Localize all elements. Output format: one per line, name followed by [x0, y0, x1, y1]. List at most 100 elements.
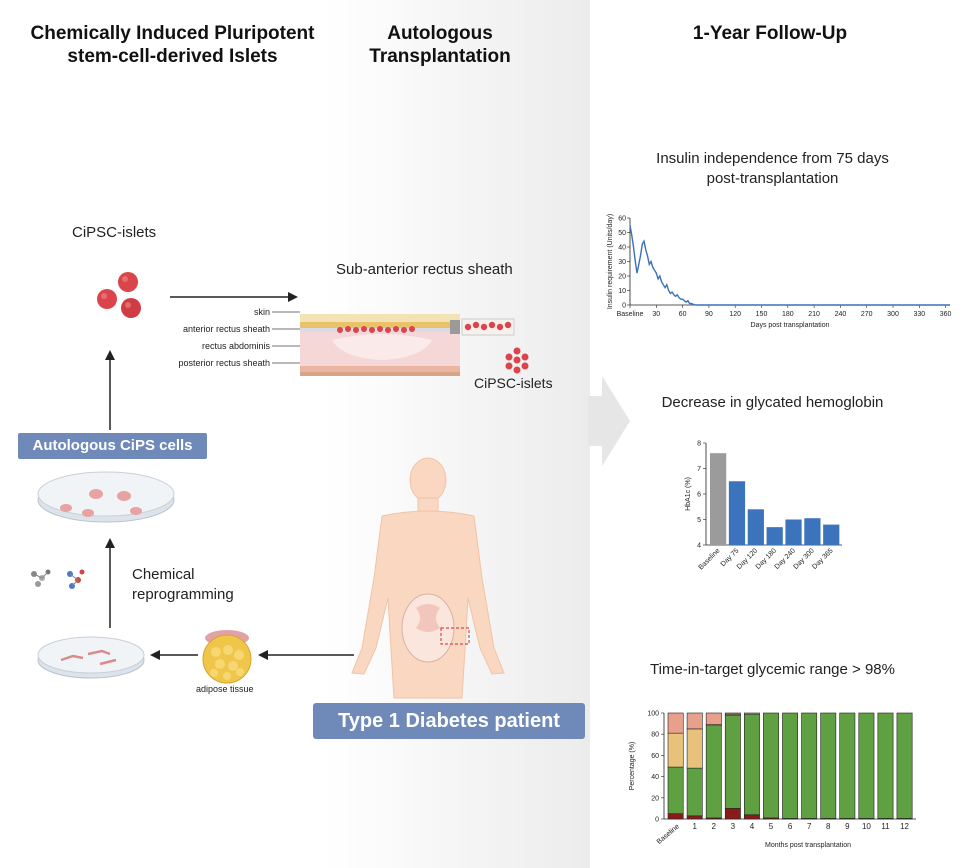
chart3-bar-segment: [667, 766, 684, 815]
chemical-line1: Chemical: [132, 566, 195, 583]
chart3-xtick-label: 2: [712, 822, 717, 831]
patient-badge: Type 1 Diabetes patient: [313, 703, 585, 739]
chart2-ylabel: HbA1c (%): [685, 477, 692, 511]
chart2-bar: [785, 519, 802, 545]
chart3-bar-segment: [744, 814, 760, 820]
islet-small-cluster-icon: [505, 347, 529, 374]
chart1-ytick-label: 40: [618, 245, 626, 252]
chart3-bar-segment: [667, 813, 684, 820]
chart1-series-line: [629, 225, 950, 306]
arrow-up-to-islets: [105, 350, 115, 430]
chart2-ytick-label: 8: [697, 441, 701, 448]
chart1-xtick-label: 270: [861, 311, 873, 318]
chart2-ytick-label: 7: [697, 466, 701, 473]
chart2-bar: [823, 524, 840, 545]
chart3-bar-segment: [686, 728, 703, 769]
chart1-ylabel: Insulin requirement (Units/day): [607, 214, 614, 309]
islet-cluster-icon: [97, 272, 141, 318]
chart1-xtick-label: 360: [940, 311, 952, 318]
chart1-xtick-label: 60: [679, 311, 687, 318]
chart2-bar: [747, 509, 764, 545]
chart3-bar-segment: [744, 713, 760, 816]
sheath-islets-label: CiPSC-islets: [474, 375, 553, 391]
chart3-bar-segment: [724, 714, 741, 809]
adipose-tissue-icon: [202, 630, 252, 684]
chart3-bar-segment: [686, 712, 703, 730]
chart2-bar: [728, 481, 746, 545]
chemical-line2: reprogramming: [132, 586, 234, 603]
chart3-xtick-label: 1: [692, 822, 697, 831]
chart3-xtick-label: 4: [750, 822, 755, 831]
header-left-line2: stem-cell-derived Islets: [67, 46, 278, 67]
sheath-title: Sub-anterior rectus sheath: [336, 261, 513, 278]
header-right: 1-Year Follow-Up: [692, 23, 848, 44]
chart3-bar-segment: [801, 712, 818, 819]
header-middle-line2: Transplantation: [369, 46, 511, 67]
chart1-xtick-label: 300: [887, 311, 899, 318]
chart3-bar-segment: [724, 712, 741, 715]
layer-posterior-sheath: posterior rectus sheath: [178, 358, 270, 368]
chart3-bar-segment: [782, 712, 799, 819]
chart3-bar-segment: [667, 712, 684, 734]
chart1-ytick-label: 20: [618, 274, 626, 281]
arrow-to-sheath: [170, 292, 298, 302]
chart3-ytick-label: 20: [651, 795, 659, 802]
chart1-ytick-label: 60: [618, 216, 626, 223]
chart1-ytick-label: 10: [618, 288, 626, 295]
petri-dish-cips-icon: [37, 471, 175, 523]
chart3-xtick-label: 11: [881, 822, 890, 831]
chart1-xtick-label: 180: [782, 311, 794, 318]
chart3-xtick-label: 6: [788, 822, 793, 831]
chart1-xtick-label: 150: [756, 311, 768, 318]
layer-skin: skin: [253, 307, 270, 317]
patient-body-icon: [351, 457, 505, 699]
petri-dish-adipocyte-icon: [37, 636, 145, 679]
chart1-xtick-label: Baseline: [617, 311, 644, 318]
chart1-xtick-label: 210: [808, 311, 820, 318]
chart3-bar-segment: [667, 732, 684, 768]
chart1-title-line2: post-transplantation: [706, 170, 839, 187]
chart1-xtick-label: 120: [729, 311, 741, 318]
layer-rectus-abdominis: rectus abdominis: [201, 341, 270, 351]
arrow-to-adipose: [258, 650, 354, 660]
chart3-bar-segment: [724, 808, 741, 820]
header-middle: Autologous Transplantation: [345, 22, 535, 68]
layer-labels: skin anterior rectus sheath rectus abdom…: [150, 304, 270, 372]
arrow-to-dish: [150, 650, 198, 660]
chart1-xtick-label: 90: [705, 311, 713, 318]
tissue-cross-section: [272, 311, 515, 376]
header-left: Chemically Induced Pluripotent stem-cell…: [10, 22, 335, 68]
chart3-bar-segment: [896, 712, 913, 819]
chart3-bar-segment: [744, 712, 760, 715]
header-left-line1: Chemically Induced Pluripotent: [30, 23, 315, 44]
chart2-xtick-label: Baseline: [698, 547, 722, 571]
chart2-bar: [710, 453, 727, 545]
chart2-ytick-label: 4: [697, 543, 701, 550]
chart3-xtick-label: 5: [769, 822, 774, 831]
chart3-bar-segment: [686, 767, 703, 817]
chart3-ytick-label: 100: [647, 711, 659, 718]
chart2-ytick-label: 5: [697, 517, 701, 524]
chart2-bar: [766, 527, 783, 545]
chart1-xtick-label: 30: [652, 311, 660, 318]
chart3-xtick-label: 7: [807, 822, 812, 831]
chart2-ytick-label: 6: [697, 492, 701, 499]
chart1-xtick-label: 330: [913, 311, 925, 318]
chart2-xtick-label: Day 365: [811, 547, 834, 570]
chart2-bar: [804, 518, 821, 545]
arrow-up-to-cips: [105, 538, 115, 628]
chart3-ytick-label: 80: [651, 732, 659, 739]
chart3-bar-segment: [839, 712, 856, 819]
chart1-title: Insulin independence from 75 days post-t…: [600, 149, 945, 189]
chart3-xtick-label: 3: [731, 822, 736, 831]
adipose-label: adipose tissue: [196, 684, 254, 694]
islets-label: CiPSC-islets: [72, 224, 157, 241]
chart3-bar-segment: [705, 712, 722, 725]
chart3-title: Time-in-target glycemic range > 98%: [650, 661, 895, 678]
chart3-bar-segment: [763, 712, 779, 819]
chart1-title-line1: Insulin independence from 75 days: [656, 150, 889, 167]
chart3-xtick-label: 12: [900, 822, 909, 831]
small-molecule-icon: [31, 569, 85, 589]
